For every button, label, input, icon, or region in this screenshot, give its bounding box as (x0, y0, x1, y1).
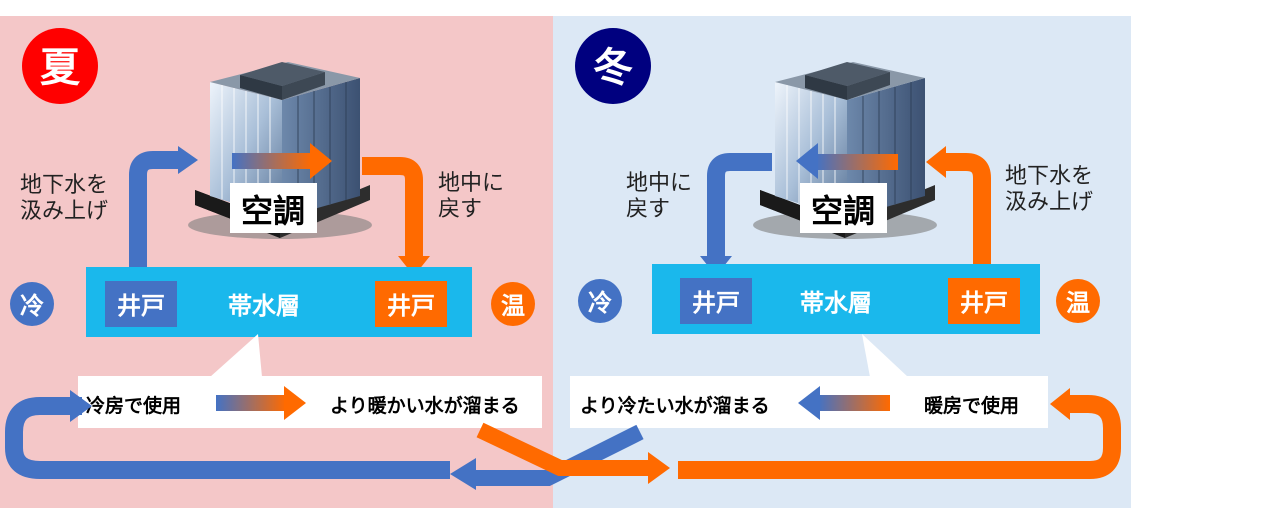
winter-well-left (680, 278, 752, 324)
summer-return-label-2: 戻す (438, 197, 482, 222)
summer-usage-arrow (216, 395, 286, 411)
cycle-blue-diagonal (474, 424, 644, 486)
winter-usage-arrow-head (798, 386, 820, 420)
summer-well-left (105, 281, 177, 327)
winter-warm-badge (1056, 279, 1100, 323)
cycle-orange-loop (678, 395, 1121, 479)
winter-usage-label: 暖房で使用 (924, 394, 1019, 417)
summer-well-left-label: 井戸 (117, 292, 165, 320)
summer-ac-box (230, 183, 317, 233)
summer-return-label-1: 地中に (438, 171, 504, 196)
summer-pump-label-1: 地下水を (20, 173, 108, 198)
summer-pump-arrow (129, 151, 180, 285)
winter-cold-badge (578, 279, 622, 323)
summer-cold-badge-text: 冷 (20, 292, 44, 320)
cycle-orange-loop-head (1050, 388, 1070, 420)
summer-badge-text: 夏 (40, 45, 81, 91)
summer-usage-arrow-head (284, 386, 306, 420)
summer-warm-badge-text: 温 (501, 292, 525, 320)
summer-callout (78, 376, 542, 428)
summer-well-right-label: 井戸 (387, 292, 435, 320)
winter-badge (575, 28, 651, 104)
summer-pump-arrow-head (178, 146, 198, 174)
winter-ac-label: 空調 (811, 192, 875, 230)
cycle-blue-diagonal-head (450, 458, 476, 490)
winter-ac-arrow (816, 154, 898, 170)
winter-pump-arrow (945, 153, 991, 280)
cycle-blue-loop (5, 397, 450, 479)
summer-usage-label: 冷房で使用 (86, 394, 181, 417)
winter-result-label: より冷たい水が溜まる (580, 394, 770, 417)
winter-usage-arrow (818, 395, 890, 411)
summer-pump-label-2: 汲み上げ (20, 199, 108, 224)
winter-aquifer-label: 帯水層 (800, 289, 872, 317)
summer-badge (22, 28, 98, 104)
summer-aquifer-label: 帯水層 (228, 292, 300, 320)
winter-cold-badge-text: 冷 (588, 289, 612, 317)
winter-ac-box (800, 183, 887, 233)
winter-well-right (948, 278, 1020, 324)
summer-result-label: より暖かい水が溜まる (330, 394, 520, 417)
summer-return-arrow (362, 157, 423, 258)
winter-pump-arrow-head (926, 146, 946, 178)
winter-well-right-label: 井戸 (960, 289, 1008, 317)
summer-callout-pointer (210, 334, 262, 377)
summer-ac-arrow (232, 153, 312, 169)
winter-pump-label-1: 地下水を (1005, 164, 1093, 189)
winter-return-label-2: 戻す (626, 197, 670, 222)
summer-ac-label: 空調 (241, 192, 305, 230)
winter-return-arrow (707, 153, 772, 258)
winter-badge-text: 冬 (593, 45, 633, 91)
summer-cold-badge (10, 282, 54, 326)
winter-pump-label-2: 汲み上げ (1005, 190, 1093, 215)
winter-warm-badge-text: 温 (1066, 289, 1090, 317)
summer-return-arrow-head (398, 256, 430, 276)
cycle-blue-loop-head (70, 390, 92, 422)
summer-warm-badge (491, 282, 535, 326)
summer-well-right (375, 281, 447, 327)
cycle-orange-diagonal (476, 422, 650, 476)
summer-ac-arrow-head (310, 143, 332, 179)
winter-ac-arrow-head (796, 143, 818, 179)
winter-return-label-1: 地中に (626, 171, 692, 196)
cycle-orange-diagonal-head (648, 452, 670, 484)
winter-well-left-label: 井戸 (692, 289, 740, 317)
winter-callout-pointer (862, 334, 908, 377)
